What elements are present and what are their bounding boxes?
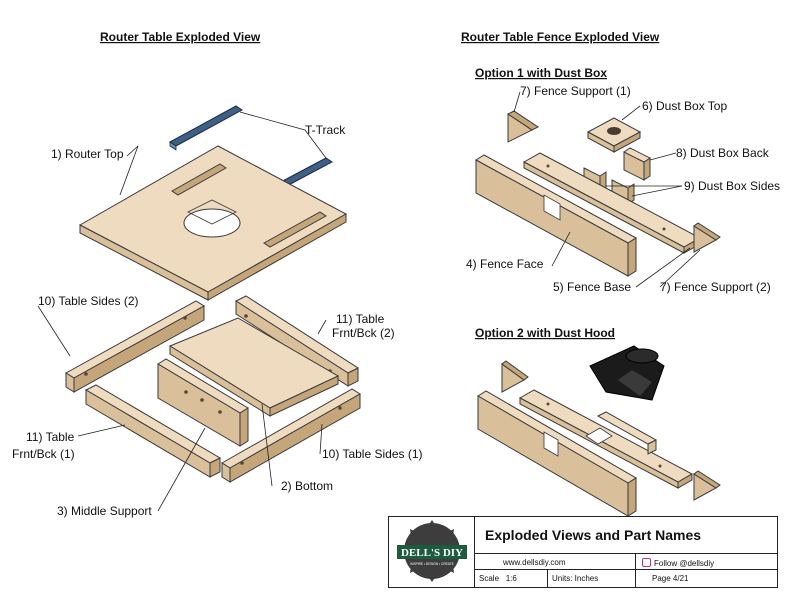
title-block-contact-row: www.dellsdiy.com Follow @dellsdiy bbox=[475, 554, 777, 570]
dust-box-back-piece bbox=[623, 147, 651, 181]
label-dust-box-top: 6) Dust Box Top bbox=[642, 99, 727, 113]
logo: DELL'S DIY INSPIRE • DESIGN • CREATE bbox=[389, 517, 475, 587]
bottom-panel bbox=[168, 317, 340, 417]
title-block-info-row: Scale 1:6 Units: Inches Page 4/21 bbox=[475, 570, 777, 587]
option2-fence-support-left bbox=[501, 360, 529, 393]
label-table-frnt-bck-1-line2: Frnt/Bck (1) bbox=[12, 447, 75, 461]
social-text: Follow @dellsdiy bbox=[654, 559, 715, 568]
label-table-frnt-bck-2-line1: 11) Table bbox=[336, 312, 385, 326]
label-table-frnt-bck-1-line1: 11) Table bbox=[26, 430, 75, 444]
option2-fence-face bbox=[477, 390, 637, 517]
left-heading: Router Table Exploded View bbox=[100, 30, 261, 44]
label-fence-support-1: 7) Fence Support (1) bbox=[520, 84, 631, 98]
option2-fence-base bbox=[518, 389, 694, 489]
logo-text: DELL'S DIY bbox=[401, 547, 463, 559]
router-top-panel bbox=[78, 145, 348, 301]
fence-support-2-piece bbox=[693, 222, 721, 253]
scale-value: 1:6 bbox=[505, 574, 517, 583]
option1-heading: Option 1 with Dust Box bbox=[475, 66, 607, 80]
label-middle-support: 3) Middle Support bbox=[57, 504, 152, 518]
option2-heading: Option 2 with Dust Hood bbox=[475, 326, 615, 340]
option2-fence-support-right bbox=[693, 470, 721, 501]
label-fence-support-2: 7) Fence Support (2) bbox=[660, 280, 771, 294]
dust-box-top-piece bbox=[586, 117, 642, 153]
website-text: www.dellsdiy.com bbox=[503, 558, 566, 567]
social-cell: Follow @dellsdiy bbox=[635, 554, 779, 569]
label-router-top: 1) Router Top bbox=[51, 147, 124, 161]
table-side-1-panel bbox=[221, 388, 361, 483]
title-block: DELL'S DIY INSPIRE • DESIGN • CREATE Exp… bbox=[388, 516, 778, 588]
label-t-track: T-Track bbox=[305, 123, 346, 137]
t-track-upper bbox=[169, 105, 243, 151]
label-dust-box-back: 8) Dust Box Back bbox=[676, 146, 770, 160]
fence-face-piece bbox=[475, 154, 637, 277]
table-frnt-bck-2-panel bbox=[234, 295, 360, 387]
logo-tagline: INSPIRE • DESIGN • CREATE bbox=[410, 562, 453, 566]
saw-blade-logo-icon: DELL'S DIY INSPIRE • DESIGN • CREATE bbox=[397, 520, 467, 582]
label-table-frnt-bck-2-line2: Frnt/Bck (2) bbox=[332, 326, 395, 340]
table-frnt-bck-1-panel bbox=[84, 384, 222, 478]
label-dust-box-sides: 9) Dust Box Sides bbox=[684, 179, 780, 193]
label-table-sides-1: 10) Table Sides (1) bbox=[322, 447, 423, 461]
label-bottom: 2) Bottom bbox=[281, 479, 333, 493]
middle-support-panel bbox=[157, 358, 249, 447]
label-table-sides-2: 10) Table Sides (2) bbox=[38, 294, 139, 308]
option2-back-strip bbox=[596, 411, 658, 455]
scale-label: Scale bbox=[479, 574, 500, 583]
units-text: Units: Inches bbox=[547, 570, 635, 587]
scale-cell: Scale 1:6 bbox=[475, 570, 547, 587]
title-block-title: Exploded Views and Part Names bbox=[475, 517, 777, 554]
fence-support-1-piece bbox=[507, 110, 539, 143]
label-fence-base: 5) Fence Base bbox=[553, 280, 631, 294]
right-heading: Router Table Fence Exploded View bbox=[461, 30, 660, 44]
table-side-2-panel bbox=[65, 300, 205, 393]
label-fence-face: 4) Fence Face bbox=[466, 257, 544, 271]
page-number: Page 4/21 bbox=[635, 570, 779, 587]
instagram-icon bbox=[642, 558, 651, 567]
dust-hood-piece bbox=[589, 345, 665, 401]
